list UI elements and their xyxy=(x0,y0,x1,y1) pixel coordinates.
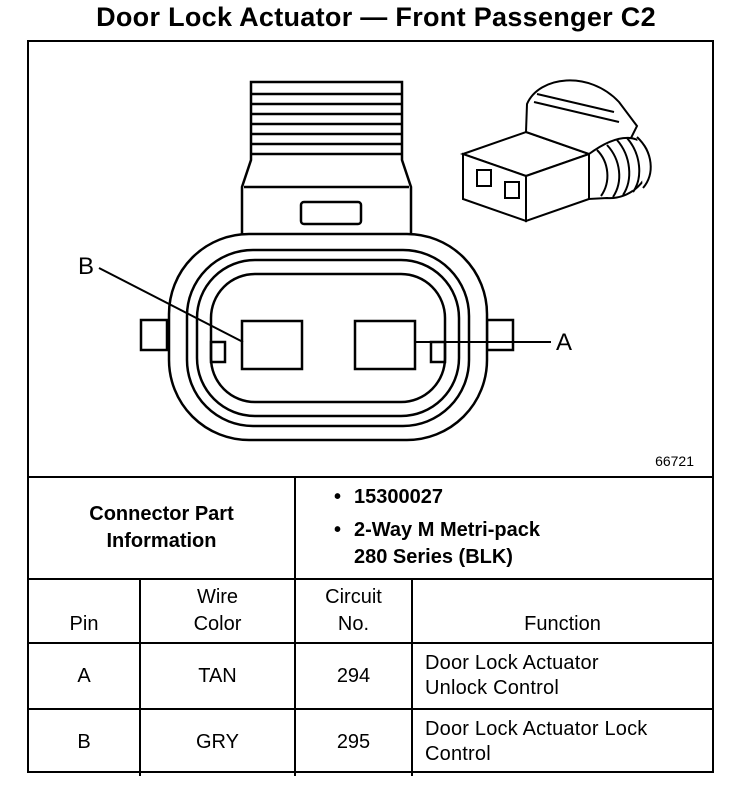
wire-color-cell: TAN xyxy=(198,664,237,687)
function-line1: Door Lock Actuator Lock xyxy=(425,718,648,740)
left-ear xyxy=(139,318,169,352)
connector-info-label-line2: Information xyxy=(106,530,217,552)
callout-a: A xyxy=(556,329,572,356)
connector-info-label: Connector Part Information xyxy=(29,478,296,578)
column-divider xyxy=(294,580,296,776)
callout-b: B xyxy=(78,253,94,280)
connector-info-label-line1: Connector Part xyxy=(89,503,234,525)
header-pin: Pin xyxy=(29,580,139,644)
connector-face-drawing: B A xyxy=(78,79,652,442)
connector-info-list: 15300027 2-Way M Metri-pack 280 Series (… xyxy=(334,484,540,571)
connector-sheet: B A 66721 C xyxy=(27,40,714,776)
connector-housing xyxy=(167,232,489,442)
cavity-b xyxy=(240,319,304,371)
header-circuit-line2: No. xyxy=(337,613,370,635)
page-title: Door Lock Actuator — Front Passenger C2 xyxy=(96,2,656,32)
pin-cell: B xyxy=(77,730,91,753)
function-cell: Door Lock Actuator Unlock Control xyxy=(413,644,712,708)
locking-tab xyxy=(240,80,413,239)
column-divider xyxy=(411,580,413,776)
header-wire-color-line2: Color xyxy=(193,613,242,635)
right-ear xyxy=(485,318,515,352)
header-function: Function xyxy=(413,580,712,644)
part-number: 15300027 xyxy=(334,484,540,511)
column-divider xyxy=(139,580,141,776)
function-line1: Door Lock Actuator xyxy=(425,652,599,674)
header-circuit-line1: Circuit xyxy=(325,586,382,608)
circuit-cell: 294 xyxy=(336,664,371,687)
header-circuit-no: Circuit No. xyxy=(296,580,411,644)
connector-type-line1: 2-Way M Metri-pack xyxy=(354,519,540,541)
header-wire-color-line1: Wire xyxy=(196,586,239,608)
connector-type-line2: 280 Series (BLK) xyxy=(354,546,513,568)
connector-diagram: B A 66721 xyxy=(29,42,712,478)
header-wire-color: Wire Color xyxy=(141,580,294,644)
connector-3d-view xyxy=(459,79,652,223)
table-row: B GRY 295 Door Lock Actuator Lock Contro… xyxy=(29,710,712,774)
cavity-a xyxy=(353,319,417,371)
table-row: A TAN 294 Door Lock Actuator Unlock Cont… xyxy=(29,644,712,710)
leader-line-b xyxy=(98,267,244,343)
connector-info-row: Connector Part Information 15300027 2-Wa… xyxy=(29,478,712,580)
function-cell: Door Lock Actuator Lock Control xyxy=(413,710,712,774)
pin-cell: A xyxy=(77,664,91,687)
wire-color-cell: GRY xyxy=(196,730,239,753)
circuit-cell: 295 xyxy=(336,730,371,753)
connector-type: 2-Way M Metri-pack 280 Series (BLK) xyxy=(334,517,540,571)
function-line2: Control xyxy=(425,743,491,765)
function-line2: Unlock Control xyxy=(425,677,559,699)
figure-id: 66721 xyxy=(655,453,694,469)
